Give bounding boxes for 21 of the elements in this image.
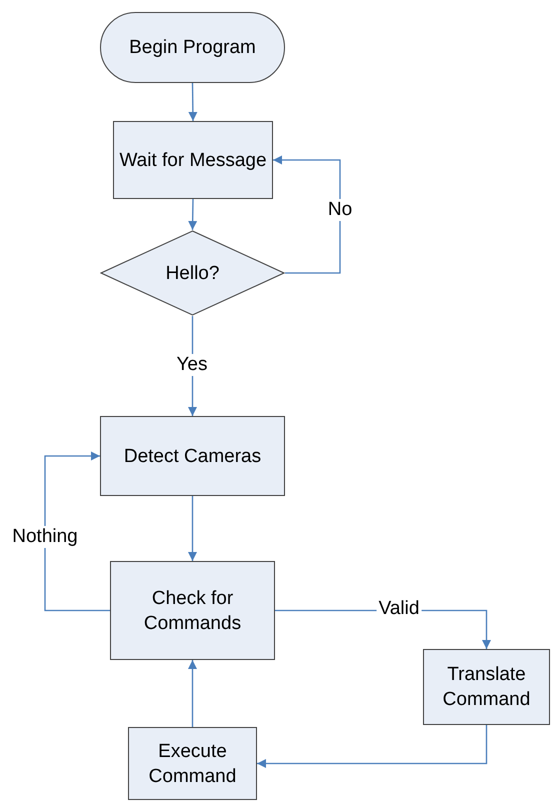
node-label: Hello?	[164, 262, 220, 286]
process-box	[100, 416, 285, 496]
process-box	[110, 561, 275, 660]
arrow	[257, 725, 488, 768]
arrow	[188, 198, 198, 230]
process-box	[423, 649, 550, 725]
decision-diamond	[100, 230, 285, 316]
node-label: Check for Commands	[142, 586, 242, 636]
arrow	[273, 156, 341, 274]
node-label: Execute Command	[148, 740, 238, 788]
node-label: Detect Cameras	[122, 444, 262, 468]
process-box	[113, 121, 273, 199]
node-label: Begin Program	[128, 36, 257, 60]
arrow	[44, 452, 110, 612]
process-box	[128, 727, 257, 800]
arrow	[188, 496, 197, 561]
edge-label: Yes	[174, 354, 210, 376]
node-label: Translate Command	[442, 663, 532, 712]
node-label: Wait for Message	[118, 148, 268, 172]
arrow	[188, 660, 197, 727]
arrow	[188, 83, 198, 121]
